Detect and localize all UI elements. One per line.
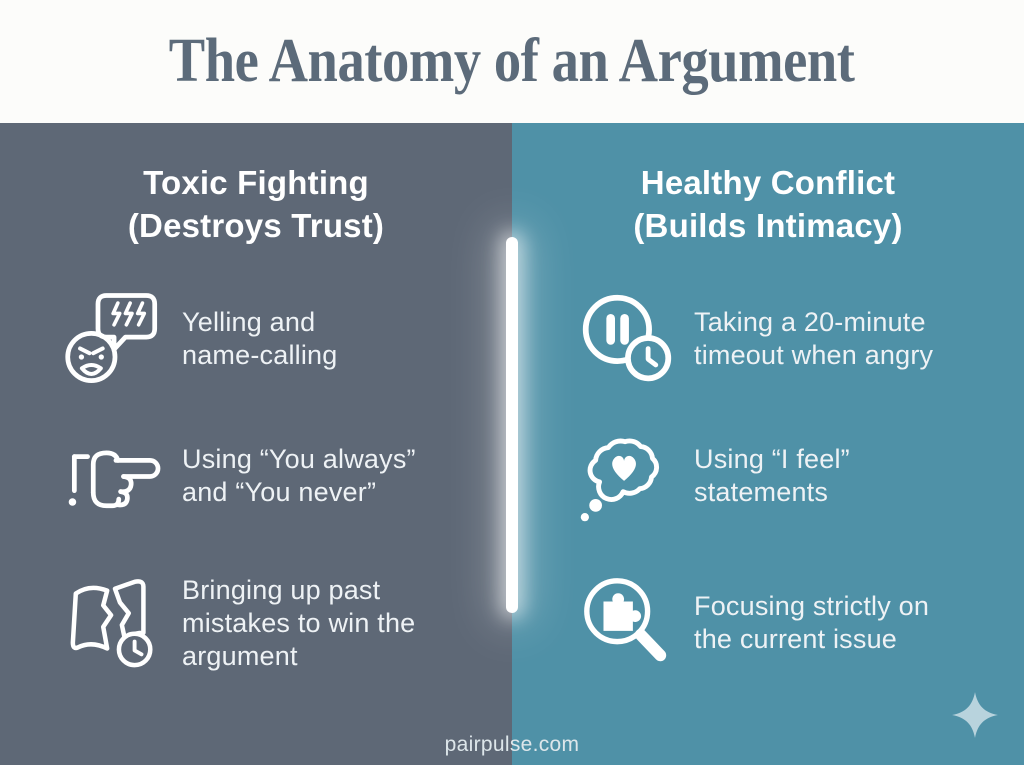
list-item: Taking a 20-minute timeout when angry bbox=[574, 289, 1010, 389]
list-item: Using “You always” and “You never” bbox=[62, 426, 498, 526]
magnifier-puzzle-icon bbox=[574, 573, 680, 673]
list-item: Bringing up past mistakes to win the arg… bbox=[62, 573, 498, 673]
pointing-hand-icon bbox=[62, 426, 168, 526]
comparison-split: Toxic Fighting (Destroys Trust) bbox=[0, 123, 1024, 765]
toxic-column-heading: Toxic Fighting (Destroys Trust) bbox=[127, 164, 385, 244]
page-title: The Anatomy of an Argument bbox=[169, 27, 855, 95]
toxic-fighting-column: Toxic Fighting (Destroys Trust) bbox=[0, 123, 512, 765]
sparkle-icon bbox=[952, 692, 998, 738]
thought-bubble-heart-icon bbox=[574, 426, 680, 526]
list-item-text: Bringing up past mistakes to win the arg… bbox=[182, 574, 416, 671]
angry-face-speech-bubble-icon bbox=[62, 289, 168, 389]
header-banner: The Anatomy of an Argument bbox=[0, 0, 1024, 123]
list-item: Using “I feel” statements bbox=[574, 426, 1010, 526]
list-item: Yelling and name-calling bbox=[62, 289, 498, 389]
pause-timeout-clock-icon bbox=[574, 289, 680, 389]
list-item-text: Focusing strictly on the current issue bbox=[694, 591, 930, 654]
list-item: Focusing strictly on the current issue bbox=[574, 573, 1010, 673]
list-item-text: Yelling and name-calling bbox=[182, 307, 338, 370]
glowing-divider-line bbox=[506, 237, 518, 613]
list-item-text: Using “You always” and “You never” bbox=[182, 444, 416, 507]
list-item-text: Using “I feel” statements bbox=[694, 444, 850, 507]
website-footer: pairpulse.com bbox=[444, 733, 580, 756]
healthy-column-heading: Healthy Conflict (Builds Intimacy) bbox=[633, 164, 903, 244]
healthy-conflict-column: Healthy Conflict (Builds Intimacy) Takin… bbox=[512, 123, 1024, 765]
torn-book-clock-icon bbox=[62, 573, 168, 673]
list-item-text: Taking a 20-minute timeout when angry bbox=[694, 307, 934, 370]
